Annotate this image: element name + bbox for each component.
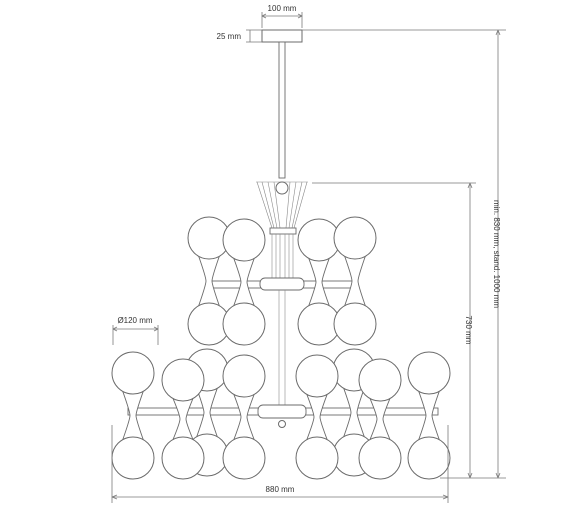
globe-top bbox=[222, 218, 266, 262]
globe-pair-lower bbox=[407, 351, 451, 480]
globe-top bbox=[161, 358, 205, 402]
globe-top bbox=[407, 351, 451, 395]
dimension-overall-width: 880 mm bbox=[111, 425, 449, 503]
dimension-total-height: min. 830 mm, stand. 1000 mm bbox=[302, 29, 506, 479]
upper-tier-arms bbox=[206, 277, 358, 291]
dimension-canopy-width: 100 mm bbox=[261, 4, 303, 28]
globe-bottom bbox=[222, 436, 266, 480]
body-height-label: 730 mm bbox=[464, 316, 473, 345]
lower-stem bbox=[278, 290, 286, 408]
dimension-canopy-height: 25 mm bbox=[217, 29, 262, 43]
total-height-label: min. 830 mm, stand. 1000 mm bbox=[492, 200, 501, 308]
globe-top bbox=[358, 358, 402, 402]
canopy-height-label: 25 mm bbox=[217, 32, 242, 41]
globe-top bbox=[333, 216, 377, 260]
globe-bottom bbox=[358, 436, 402, 480]
globe-bottom bbox=[407, 436, 451, 480]
suspension-rod bbox=[278, 41, 286, 179]
globe-top bbox=[222, 354, 266, 398]
overall-width-label: 880 mm bbox=[266, 485, 295, 494]
globe-bottom bbox=[161, 436, 205, 480]
globe-pair-upper bbox=[297, 218, 341, 346]
dimension-body-height: 730 mm bbox=[312, 182, 476, 479]
dimension-globe-diameter: Ø120 mm bbox=[112, 316, 159, 345]
globe-pair-lower bbox=[295, 354, 339, 480]
globe-top bbox=[295, 354, 339, 398]
globe-pair-lower bbox=[222, 354, 266, 480]
globe-diameter-label: Ø120 mm bbox=[117, 316, 152, 325]
globe-pairs bbox=[111, 216, 451, 480]
crown-hub bbox=[256, 181, 308, 285]
globe-bottom bbox=[111, 436, 155, 480]
globe-bottom bbox=[295, 436, 339, 480]
globe-bottom bbox=[333, 302, 377, 346]
globe-pair-upper bbox=[222, 218, 266, 346]
canopy-width-label: 100 mm bbox=[268, 4, 297, 13]
lower-tier-arms bbox=[127, 404, 439, 428]
globe-pair-upper bbox=[333, 216, 377, 346]
globe-pair-lower bbox=[358, 358, 402, 480]
globe-bottom bbox=[222, 302, 266, 346]
globe-pair-lower bbox=[111, 351, 155, 480]
ceiling-canopy bbox=[261, 29, 303, 43]
globe-top bbox=[111, 351, 155, 395]
globe-pair-lower bbox=[161, 358, 205, 480]
